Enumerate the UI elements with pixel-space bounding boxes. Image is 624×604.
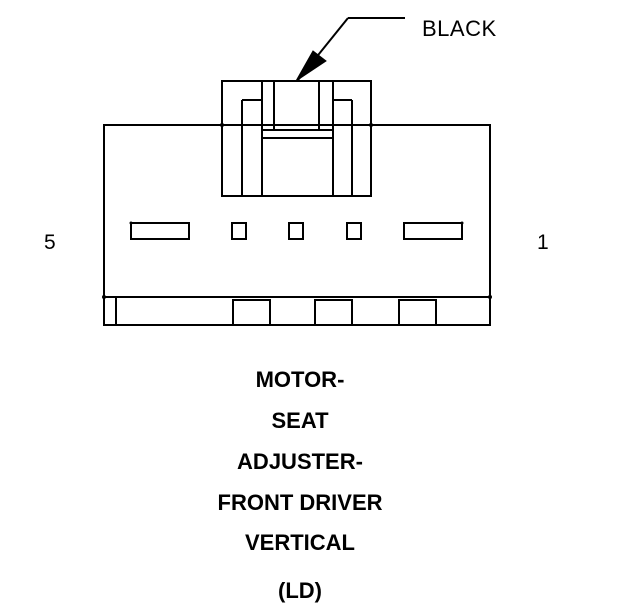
title-line: FRONT DRIVER <box>217 490 383 515</box>
base-key <box>398 299 437 326</box>
title-line: SEAT <box>271 408 329 433</box>
pin-cavity <box>130 222 190 240</box>
pin-cavity <box>403 222 463 240</box>
pin-cavity <box>346 222 362 240</box>
title-line: VERTICAL <box>245 530 355 555</box>
base-key <box>314 299 353 326</box>
pin-cavity <box>231 222 247 240</box>
color-callout-label: BLACK <box>422 16 497 41</box>
title-line: ADJUSTER- <box>237 449 363 474</box>
pin-number-left: 5 <box>44 231 56 254</box>
pin-cavity <box>288 222 304 240</box>
title-line: MOTOR- <box>255 367 345 392</box>
callout-arrowhead <box>295 50 327 82</box>
title-line: (LD) <box>278 578 322 603</box>
pin-number-right: 1 <box>537 231 549 254</box>
base-key <box>232 299 271 326</box>
connector-body <box>103 124 491 326</box>
